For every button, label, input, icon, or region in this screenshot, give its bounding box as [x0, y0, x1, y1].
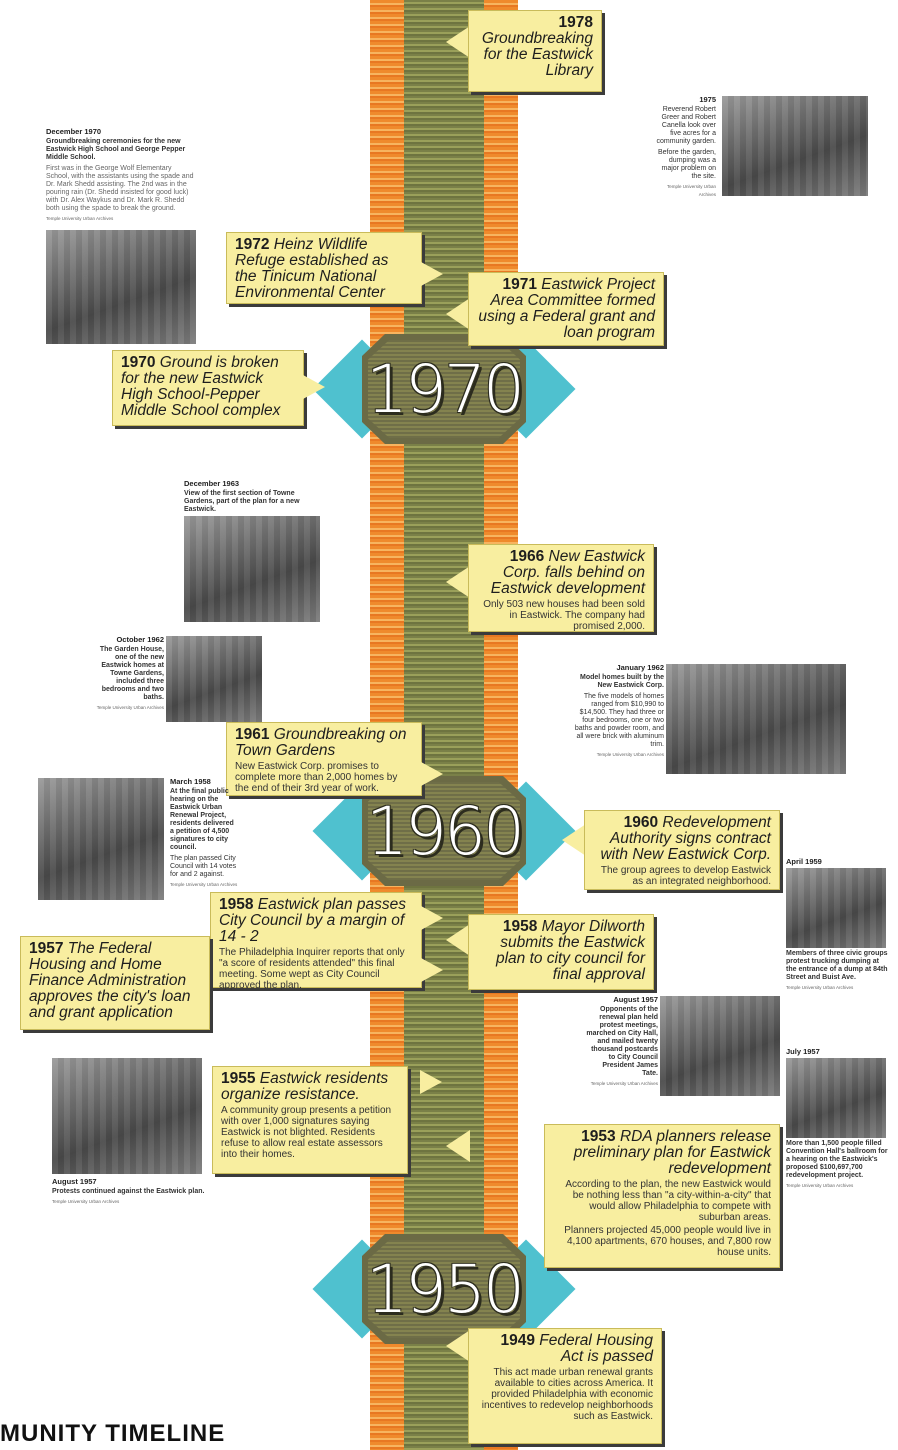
photo-1958-hearing [38, 778, 164, 900]
arrow-right-icon [303, 375, 325, 399]
event-detail: Only 503 new houses had been sold in Eas… [483, 599, 645, 632]
event-detail: This act made urban renewal grants avail… [481, 1367, 653, 1422]
event-1955: 1955 Eastwick residents organize resista… [212, 1066, 408, 1174]
event-detail-2: Planners projected 45,000 people would l… [564, 1225, 771, 1258]
photo-1962-garden-house [166, 636, 262, 722]
arrow-left-icon [562, 824, 586, 856]
event-detail: According to the plan, the new Eastwick … [565, 1179, 771, 1223]
event-detail: The Philadelphia Inquirer reports that o… [219, 947, 405, 991]
event-1966: 1966 New Eastwick Corp. falls behind on … [468, 544, 654, 632]
event-detail: A community group presents a petition wi… [221, 1105, 392, 1160]
page-heading: MUNITY TIMELINE [0, 1420, 226, 1447]
arrow-right-icon [421, 958, 443, 982]
arrow-left-icon [446, 1130, 470, 1162]
photo-1957-protests [52, 1058, 202, 1174]
year-label: 1960 [366, 792, 525, 870]
photo-caption-1970: December 1970 Groundbreaking ceremonies … [46, 127, 194, 222]
event-1957: 1957 The Federal Housing and Home Financ… [20, 936, 210, 1030]
photo-caption-1962-model-homes: January 1962 Model homes built by the Ne… [574, 663, 664, 758]
photo-1957-march [660, 996, 780, 1096]
event-1949: 1949 Federal Housing Act is passed This … [468, 1328, 662, 1444]
arrow-right-icon [421, 906, 443, 930]
photo-caption-1975: 1975 Reverend Robert Greer and Robert Ca… [656, 95, 716, 198]
arrow-left-icon [446, 298, 470, 330]
year-marker-1970: 1970 [312, 334, 576, 444]
photo-1975-garden-site [722, 96, 868, 196]
event-1960: 1960 Redevelopment Authority signs contr… [584, 810, 780, 890]
event-1953: 1953 RDA planners release preliminary pl… [544, 1124, 780, 1268]
photo-caption-1962-garden-house: October 1962 The Garden House, one of th… [96, 635, 164, 711]
photo-1962-model-homes [666, 664, 846, 774]
photo-caption-1957-hall: More than 1,500 people filled Convention… [786, 1140, 888, 1188]
arrow-right-icon [421, 262, 443, 286]
year-marker-1950: 1950 [312, 1234, 576, 1344]
photo-caption-1958: March 1958 At the final public hearing o… [170, 777, 238, 888]
photo-caption-1959-date: April 1959 [786, 857, 822, 866]
year-label: 1970 [366, 350, 525, 428]
event-detail: The group agrees to develop Eastwick as … [600, 865, 771, 887]
event-1971: 1971 Eastwick Project Area Committee for… [468, 272, 664, 346]
year-label: 1950 [366, 1250, 525, 1328]
arrow-right-icon [421, 762, 443, 786]
arrow-right-icon [420, 1070, 442, 1094]
event-1961: 1961 Groundbreaking on Town Gardens New … [226, 722, 422, 796]
event-1972: 1972 Heinz Wildlife Refuge established a… [226, 232, 422, 304]
photo-1957-convention-hall [786, 1058, 886, 1138]
event-1958-council: 1958 Eastwick plan passes City Council b… [210, 892, 422, 991]
photo-1963-towne-gardens [184, 516, 320, 622]
photo-caption-1959: Members of three civic groups protest tr… [786, 950, 888, 990]
photo-caption-1957-protests: August 1957 Protests continued against t… [52, 1177, 205, 1205]
photo-caption-1957-hall-date: July 1957 [786, 1047, 820, 1056]
event-1970: 1970 Ground is broken for the new Eastwi… [112, 350, 304, 426]
arrow-left-icon [446, 566, 470, 598]
event-1958-mayor: 1958 Mayor Dilworth submits the Eastwick… [468, 914, 654, 990]
arrow-left-icon [446, 26, 470, 58]
photo-1970-groundbreaking [46, 230, 196, 344]
photo-caption-1957-protest: August 1957 Opponents of the renewal pla… [586, 995, 658, 1087]
arrow-left-icon [446, 1330, 470, 1362]
photo-1959-protest [786, 868, 886, 948]
event-detail: New Eastwick Corp. promises to complete … [235, 761, 398, 794]
arrow-left-icon [446, 924, 470, 956]
